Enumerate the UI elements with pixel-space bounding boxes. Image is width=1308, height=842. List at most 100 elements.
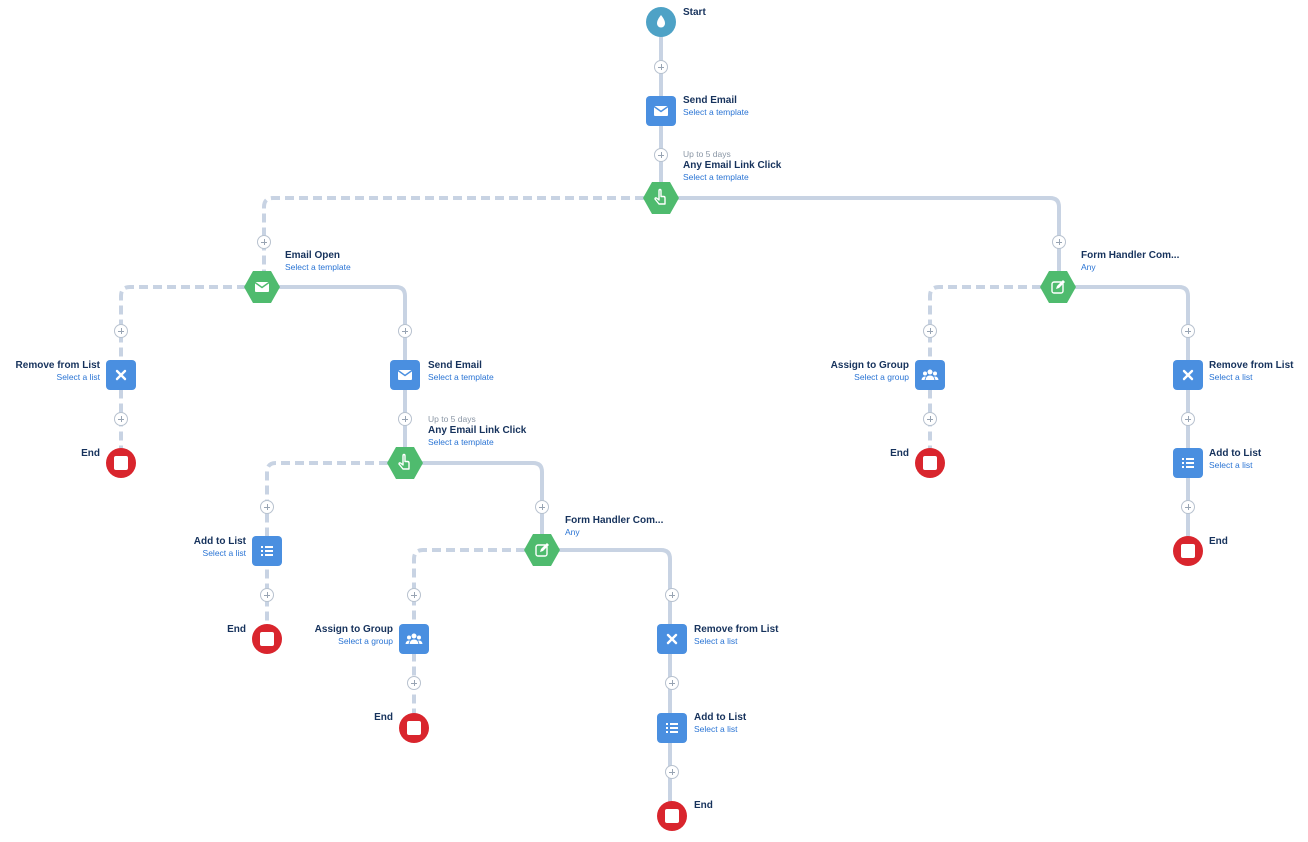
end-node[interactable] xyxy=(915,448,945,478)
add-step-button[interactable] xyxy=(257,235,271,249)
node-title[interactable]: Form Handler Com... xyxy=(1081,250,1180,261)
select-list-link[interactable]: Select a list xyxy=(1209,372,1253,382)
send-email-node[interactable] xyxy=(390,360,420,390)
envelope-icon xyxy=(397,369,413,380)
form-handler-filter[interactable]: Any xyxy=(565,527,580,537)
x-icon xyxy=(1182,369,1194,381)
stop-icon xyxy=(260,632,274,646)
end-node[interactable] xyxy=(106,448,136,478)
send-email-label: Send Email Select a template xyxy=(428,360,494,383)
select-list-link[interactable]: Select a list xyxy=(694,724,738,734)
add-step-button[interactable] xyxy=(114,324,128,338)
droplet-icon xyxy=(657,15,665,28)
pointer-hand-icon xyxy=(654,188,666,205)
envelope-icon xyxy=(653,105,669,116)
stop-icon xyxy=(114,456,128,470)
add-to-list-label: Add to List Select a list xyxy=(1209,448,1261,471)
add-step-button[interactable] xyxy=(407,588,421,602)
select-template-link[interactable]: Select a template xyxy=(683,107,749,117)
select-list-link[interactable]: Select a list xyxy=(56,372,100,382)
add-to-list-node[interactable] xyxy=(657,713,687,743)
start-node[interactable] xyxy=(646,7,676,37)
add-step-button[interactable] xyxy=(923,412,937,426)
add-step-button[interactable] xyxy=(654,60,668,74)
add-step-button[interactable] xyxy=(923,324,937,338)
select-list-link[interactable]: Select a list xyxy=(694,636,738,646)
send-email-label: Send Email Select a template xyxy=(683,95,749,118)
end-label: End xyxy=(1209,536,1228,547)
node-title[interactable]: Add to List xyxy=(1209,448,1262,459)
node-title[interactable]: Any Email Link Click xyxy=(428,425,527,436)
node-title[interactable]: Remove from List xyxy=(1209,360,1294,371)
form-handler-label: Form Handler Com... Any xyxy=(565,515,663,538)
end-node[interactable] xyxy=(657,801,687,831)
node-title[interactable]: Remove from List xyxy=(694,624,779,635)
node-title[interactable]: Email Open xyxy=(285,250,341,261)
add-step-button[interactable] xyxy=(398,324,412,338)
form-handler-filter[interactable]: Any xyxy=(1081,262,1096,272)
node-title[interactable]: Add to List xyxy=(694,712,747,723)
node-title[interactable]: Send Email xyxy=(428,360,482,371)
assign-to-group-node[interactable] xyxy=(915,360,945,390)
select-list-link[interactable]: Select a list xyxy=(1209,460,1253,470)
x-icon xyxy=(666,633,678,645)
add-to-list-label: Add to List Select a list xyxy=(694,712,746,735)
add-step-button[interactable] xyxy=(665,765,679,779)
select-template-link[interactable]: Select a template xyxy=(285,262,351,272)
node-title[interactable]: Assign to Group xyxy=(314,624,393,635)
select-group-link[interactable]: Select a group xyxy=(338,636,393,646)
select-template-link[interactable]: Select a template xyxy=(683,172,749,182)
email-open-trigger[interactable] xyxy=(244,271,280,303)
remove-from-list-label: Remove from List Select a list xyxy=(16,360,100,383)
select-template-link[interactable]: Select a template xyxy=(428,372,494,382)
add-to-list-node[interactable] xyxy=(1173,448,1203,478)
add-step-button[interactable] xyxy=(1052,235,1066,249)
add-step-button[interactable] xyxy=(114,412,128,426)
node-title[interactable]: Send Email xyxy=(683,95,737,106)
assign-to-group-label: Assign to Group Select a group xyxy=(831,360,909,383)
add-step-button[interactable] xyxy=(1181,324,1195,338)
add-step-button[interactable] xyxy=(654,148,668,162)
node-title[interactable]: Add to List xyxy=(193,536,246,547)
connector-email-open-yes xyxy=(276,285,407,452)
form-handler-trigger[interactable] xyxy=(1040,271,1076,303)
stop-icon xyxy=(407,721,421,735)
add-to-list-node[interactable] xyxy=(252,536,282,566)
connector-link-click-no xyxy=(265,461,388,627)
end-node[interactable] xyxy=(252,624,282,654)
remove-from-list-node[interactable] xyxy=(657,624,687,654)
node-title[interactable]: Form Handler Com... xyxy=(565,515,664,526)
remove-from-list-node[interactable] xyxy=(106,360,136,390)
add-step-button[interactable] xyxy=(535,500,549,514)
add-step-button[interactable] xyxy=(1181,412,1195,426)
add-step-button[interactable] xyxy=(665,588,679,602)
end-label: End xyxy=(374,712,393,723)
add-step-button[interactable] xyxy=(665,676,679,690)
form-handler-label: Form Handler Com... Any xyxy=(1081,250,1179,273)
connector-link-click-yes xyxy=(420,461,544,538)
connector-form-handler-yes xyxy=(557,548,672,817)
node-title[interactable]: Remove from List xyxy=(15,360,100,371)
any-email-link-click-trigger[interactable] xyxy=(387,447,423,479)
node-title[interactable]: Any Email Link Click xyxy=(683,160,782,171)
add-step-button[interactable] xyxy=(1181,500,1195,514)
send-email-node[interactable] xyxy=(646,96,676,126)
assign-to-group-node[interactable] xyxy=(399,624,429,654)
remove-from-list-node[interactable] xyxy=(1173,360,1203,390)
end-node[interactable] xyxy=(399,713,429,743)
add-step-button[interactable] xyxy=(398,412,412,426)
select-list-link[interactable]: Select a list xyxy=(202,548,246,558)
add-step-button[interactable] xyxy=(260,588,274,602)
end-label: End xyxy=(81,448,100,459)
add-step-button[interactable] xyxy=(260,500,274,514)
any-email-link-click-label: Up to 5 days Any Email Link Click Select… xyxy=(428,414,526,448)
remove-from-list-label: Remove from List Select a list xyxy=(1209,360,1293,383)
select-template-link[interactable]: Select a template xyxy=(428,437,494,447)
node-title[interactable]: Assign to Group xyxy=(830,360,909,371)
end-node[interactable] xyxy=(1173,536,1203,566)
end-label: End xyxy=(890,448,909,459)
select-group-link[interactable]: Select a group xyxy=(854,372,909,382)
wait-duration: Up to 5 days xyxy=(683,149,731,159)
add-step-button[interactable] xyxy=(407,676,421,690)
